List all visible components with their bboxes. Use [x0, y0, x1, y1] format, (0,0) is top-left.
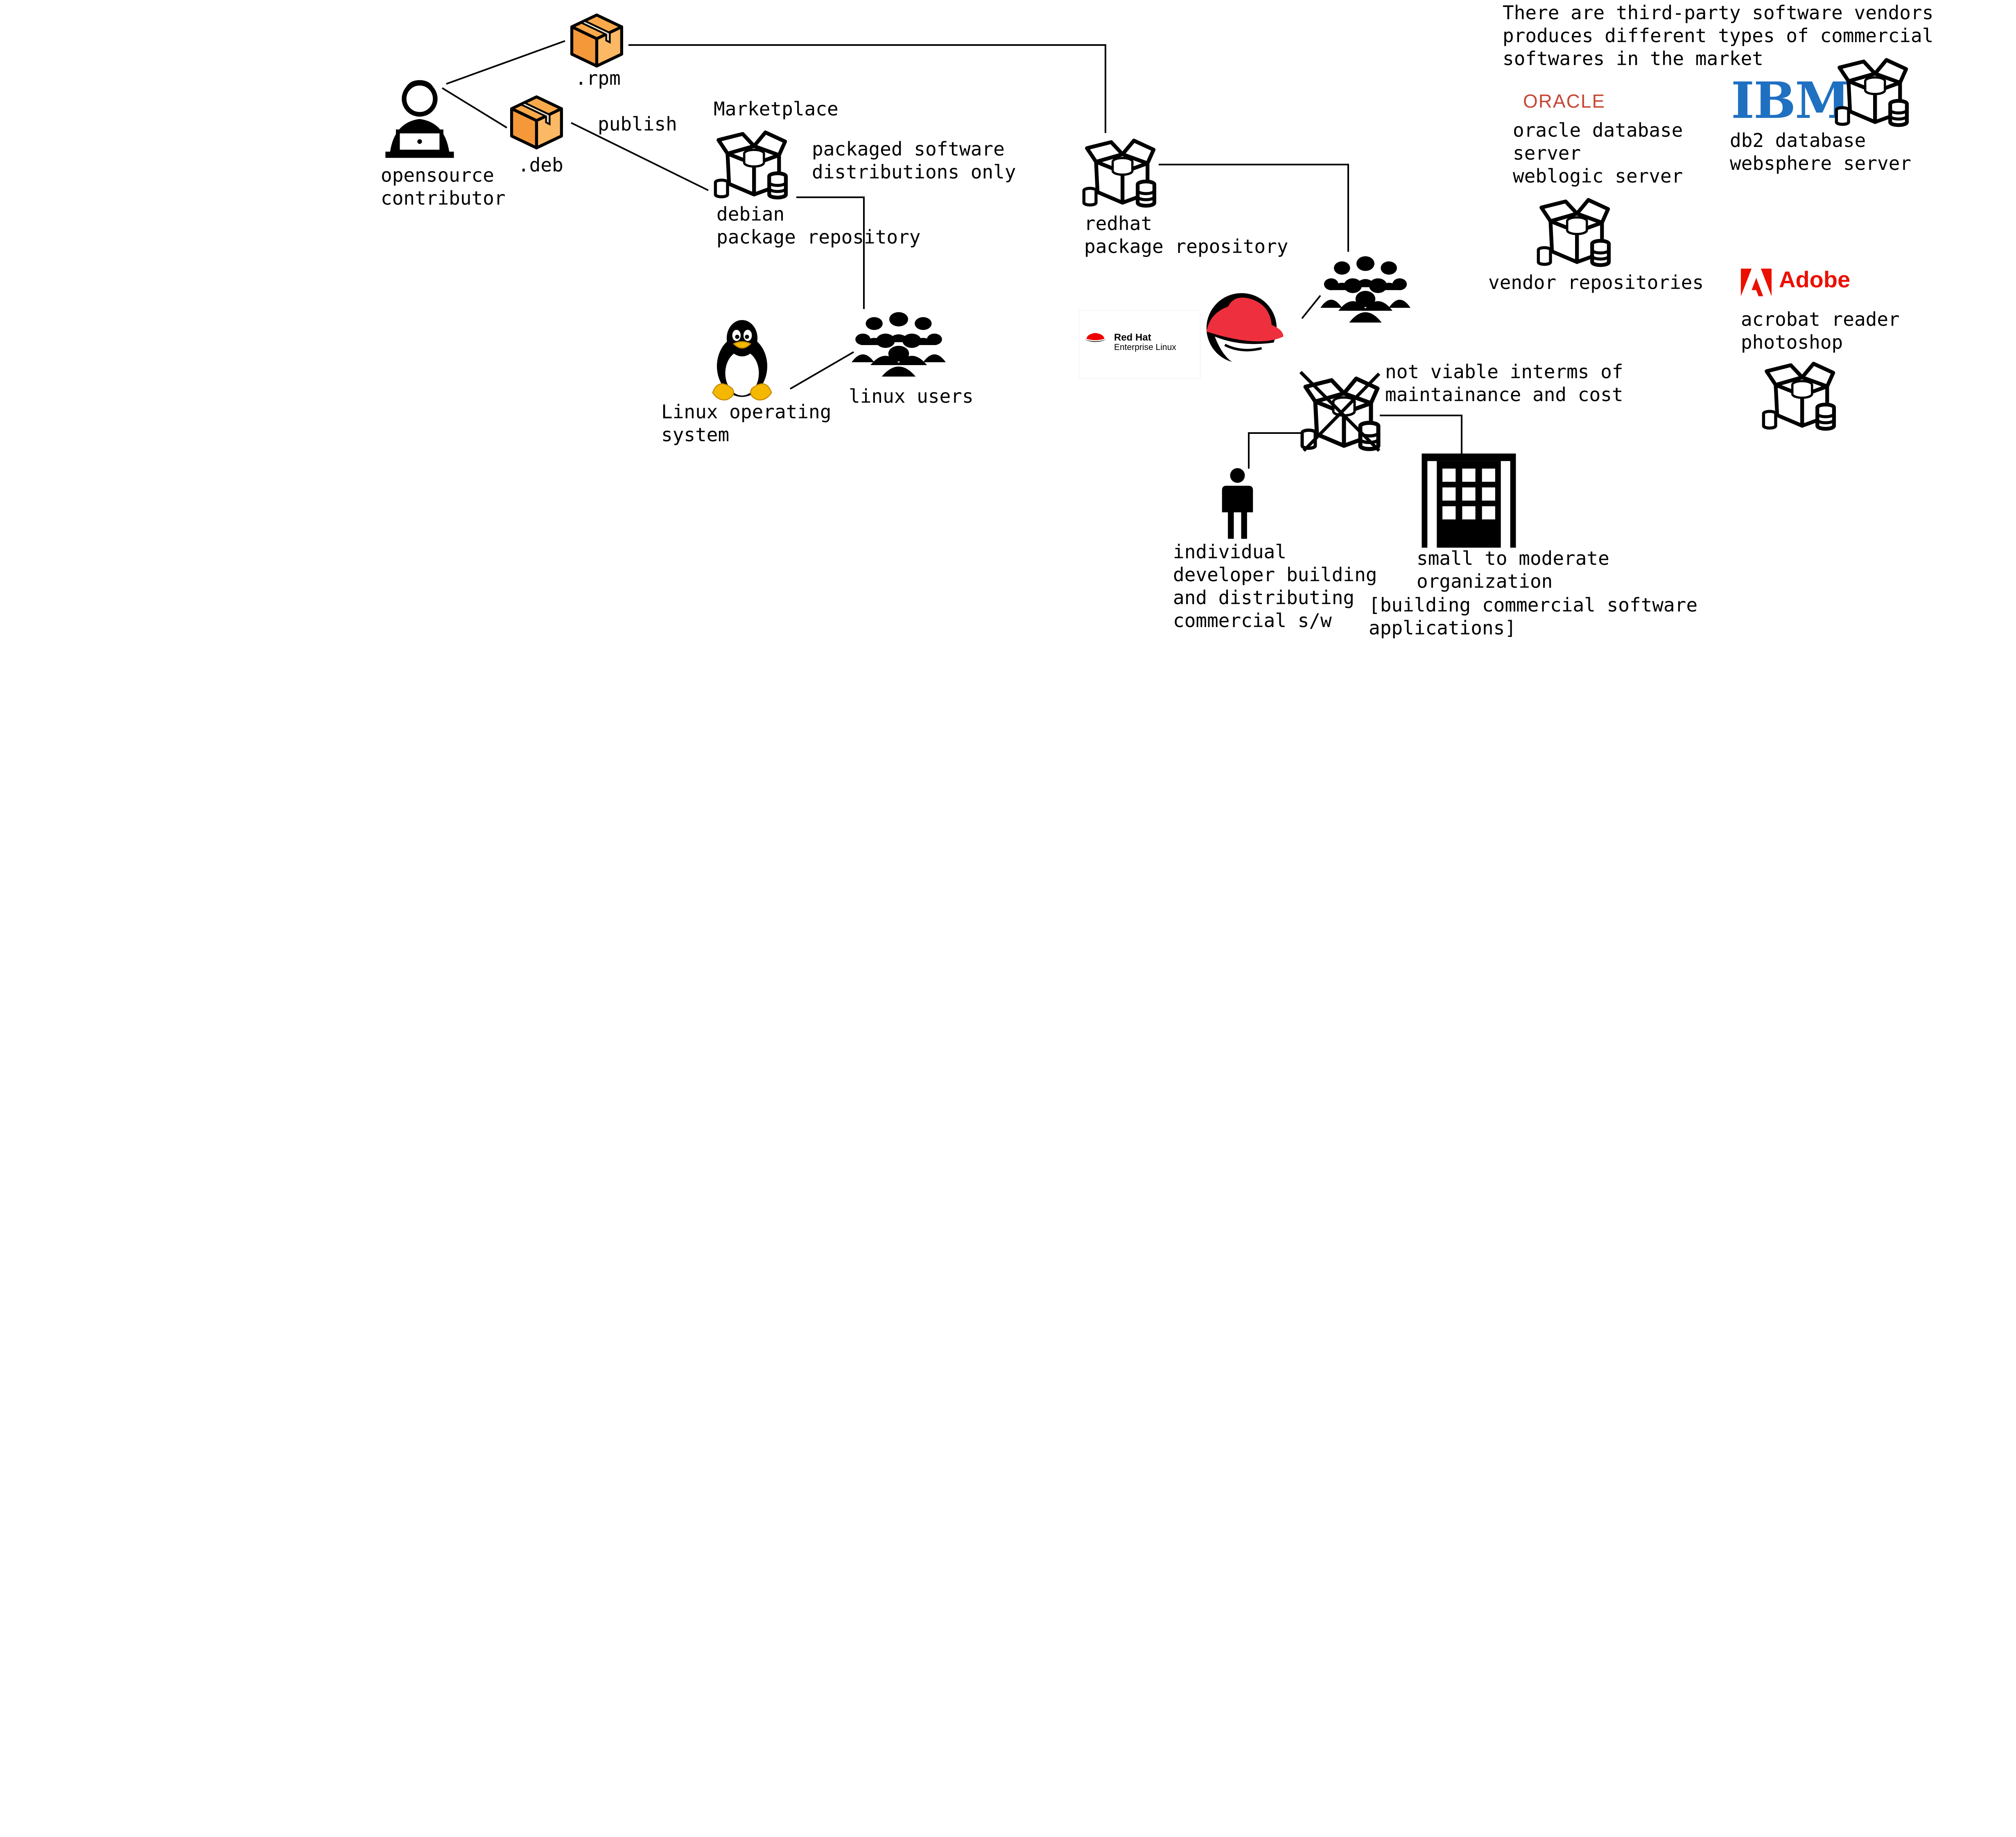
linux-users-label: linux users [849, 385, 974, 407]
publish-label: publish [598, 113, 677, 135]
redhat-repository-label: redhat package repository [1084, 212, 1288, 257]
linux-users-group-icon [852, 305, 946, 377]
adobe-products-label: acrobat reader photoshop [1741, 308, 1900, 353]
office-building-icon [1421, 454, 1517, 548]
oracle-products-label: oracle database server weblogic server [1513, 119, 1683, 187]
rhel-logo: Red Hat Enterprise Linux [1079, 310, 1200, 379]
line-redhat-to-users [1301, 295, 1321, 319]
marketplace-label: Marketplace [714, 98, 838, 120]
linux-operating-system-label: Linux operating system [661, 401, 832, 446]
person-with-laptop-icon [381, 74, 459, 160]
line-contributor-to-rpm [446, 40, 565, 85]
person-icon [1218, 467, 1257, 540]
line-contributor-to-deb [441, 87, 508, 129]
line-linux-to-linux-users [789, 351, 854, 390]
redhat-users-group-icon [1320, 249, 1410, 323]
rpm-label: .rpm [575, 67, 621, 89]
vendor-repositories-label: vendor repositories [1488, 271, 1704, 293]
ibm-products-label: db2 database websphere server [1730, 129, 1912, 174]
line-repo-to-individual [1248, 432, 1312, 469]
line-repo-to-organization [1380, 415, 1462, 454]
line-redhat-repo-to-users [1159, 164, 1349, 252]
crossed-out-repository-icon [1298, 370, 1382, 452]
adobe-logo-text: Adobe [1779, 266, 1851, 292]
line-debian-repo-to-linux-users [796, 196, 865, 309]
organization-label: small to moderate organization [1417, 547, 1609, 592]
ibm-logo: IBM [1731, 71, 1850, 130]
deb-label: .deb [518, 154, 563, 176]
vendor-repository-icon [1535, 192, 1611, 268]
line-rpm-to-redhat-repo [628, 44, 1106, 133]
debian-repository-icon [712, 125, 788, 201]
rpm-package-box-icon [567, 10, 626, 70]
adobe-logo-icon [1741, 268, 1772, 297]
individual-developer-label: individual developer building and distri… [1173, 541, 1377, 632]
debian-repository-label: debian package repository [716, 203, 921, 248]
redhat-shadowman-icon [1191, 289, 1292, 375]
opensource-contributor-label: opensource contributor [381, 164, 506, 209]
tux-penguin-icon [706, 317, 778, 401]
ibm-repository-icon [1833, 52, 1909, 128]
line-deb-to-debian-repo [571, 122, 709, 191]
packaged-software-note: packaged software distributions only [812, 138, 1016, 183]
redhat-repository-icon [1081, 133, 1157, 209]
not-viable-label: not viable interms of maintainance and c… [1385, 361, 1623, 406]
oracle-logo: ORACLE [1523, 90, 1606, 112]
vendors-intro-text: There are third-party software vendors p… [1503, 2, 1934, 70]
rhel-logo-line2: Enterprise Linux [1114, 343, 1176, 352]
deb-package-box-icon [507, 92, 566, 151]
commercial-software-note: [building commercial software applicatio… [1369, 594, 1698, 639]
rhel-logo-line1: Red Hat [1114, 332, 1151, 343]
adobe-repository-icon [1761, 356, 1836, 432]
